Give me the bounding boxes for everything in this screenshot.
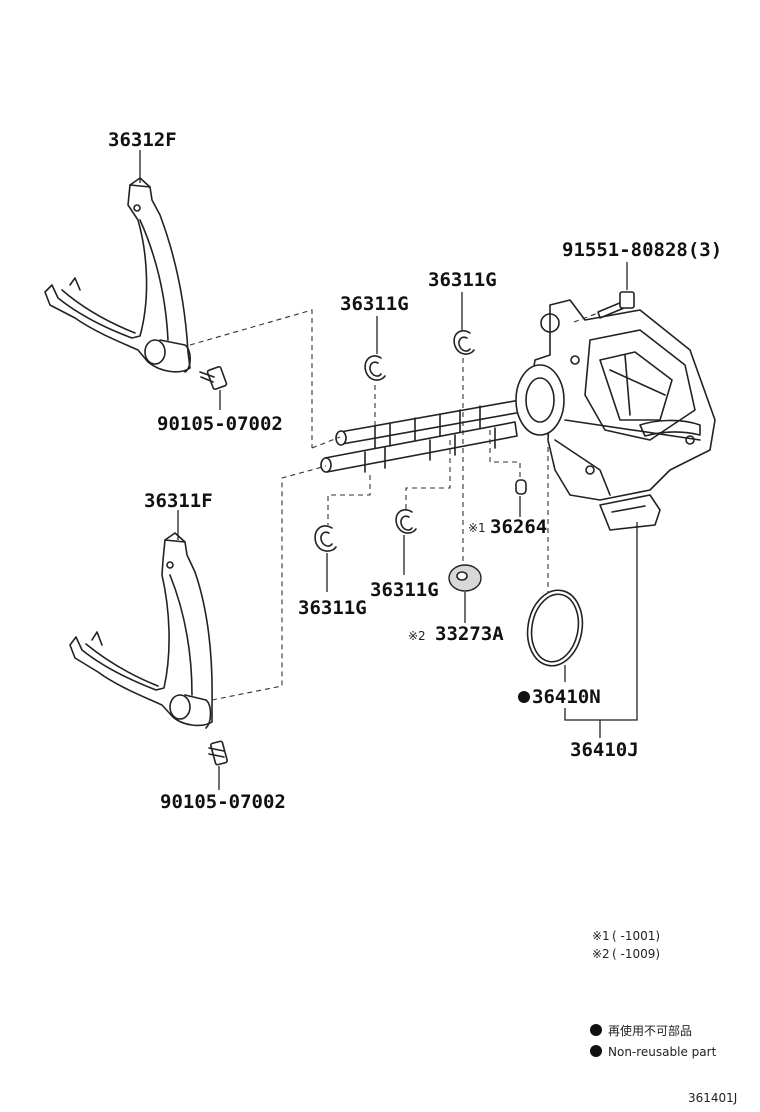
pin xyxy=(515,479,527,495)
label-ring-3: 36311G xyxy=(298,597,367,619)
snap-ring-3 xyxy=(314,525,337,552)
snap-ring-1 xyxy=(364,355,386,381)
label-oring: 36410N xyxy=(532,686,601,708)
legend-bullet-en xyxy=(590,1045,602,1057)
label-actuator: 36410J xyxy=(570,739,639,761)
note2-text: ( -1009) xyxy=(612,947,660,961)
shift-fork-lower xyxy=(69,532,213,729)
label-washer: 33273A xyxy=(435,623,504,645)
note1-text: ( -1001) xyxy=(612,929,660,943)
label-ring-2: 36311G xyxy=(428,269,497,291)
bolt-upper xyxy=(199,365,228,391)
diagram-id: 361401J xyxy=(688,1091,737,1105)
shift-fork-upper xyxy=(44,177,192,373)
non-reusable-bullet-oring xyxy=(518,691,530,703)
o-ring xyxy=(526,589,584,667)
legend-bullet-jp xyxy=(590,1024,602,1036)
bolt-lower xyxy=(208,740,228,766)
label-bolt-lower: 90105-07002 xyxy=(160,791,286,813)
shift-shafts xyxy=(320,399,523,473)
washer xyxy=(448,564,482,592)
note1-mark: ※1 xyxy=(592,929,610,943)
assembly-lines xyxy=(189,309,599,701)
mark-washer: ※2 xyxy=(408,629,426,643)
label-pin: 36264 xyxy=(490,516,547,538)
legend-text-en: Non-reusable part xyxy=(608,1045,717,1059)
legend-text-jp: 再使用不可部品 xyxy=(608,1023,692,1038)
label-bolt-upper: 90105-07002 xyxy=(157,413,283,435)
label-ring-1: 36311G xyxy=(340,293,409,315)
shift-actuator xyxy=(515,299,716,531)
label-fork-lower: 36311F xyxy=(144,490,213,512)
leader-lines xyxy=(139,150,638,790)
label-motor-bolt: 91551-80828(3) xyxy=(562,239,722,261)
snap-ring-2 xyxy=(453,330,475,355)
mark-pin: ※1 xyxy=(468,521,486,535)
label-fork-upper: 36312F xyxy=(108,129,177,151)
snap-ring-4 xyxy=(395,509,417,534)
label-ring-4: 36311G xyxy=(370,579,439,601)
motor-bolt xyxy=(597,291,635,319)
note2-mark: ※2 xyxy=(592,947,610,961)
